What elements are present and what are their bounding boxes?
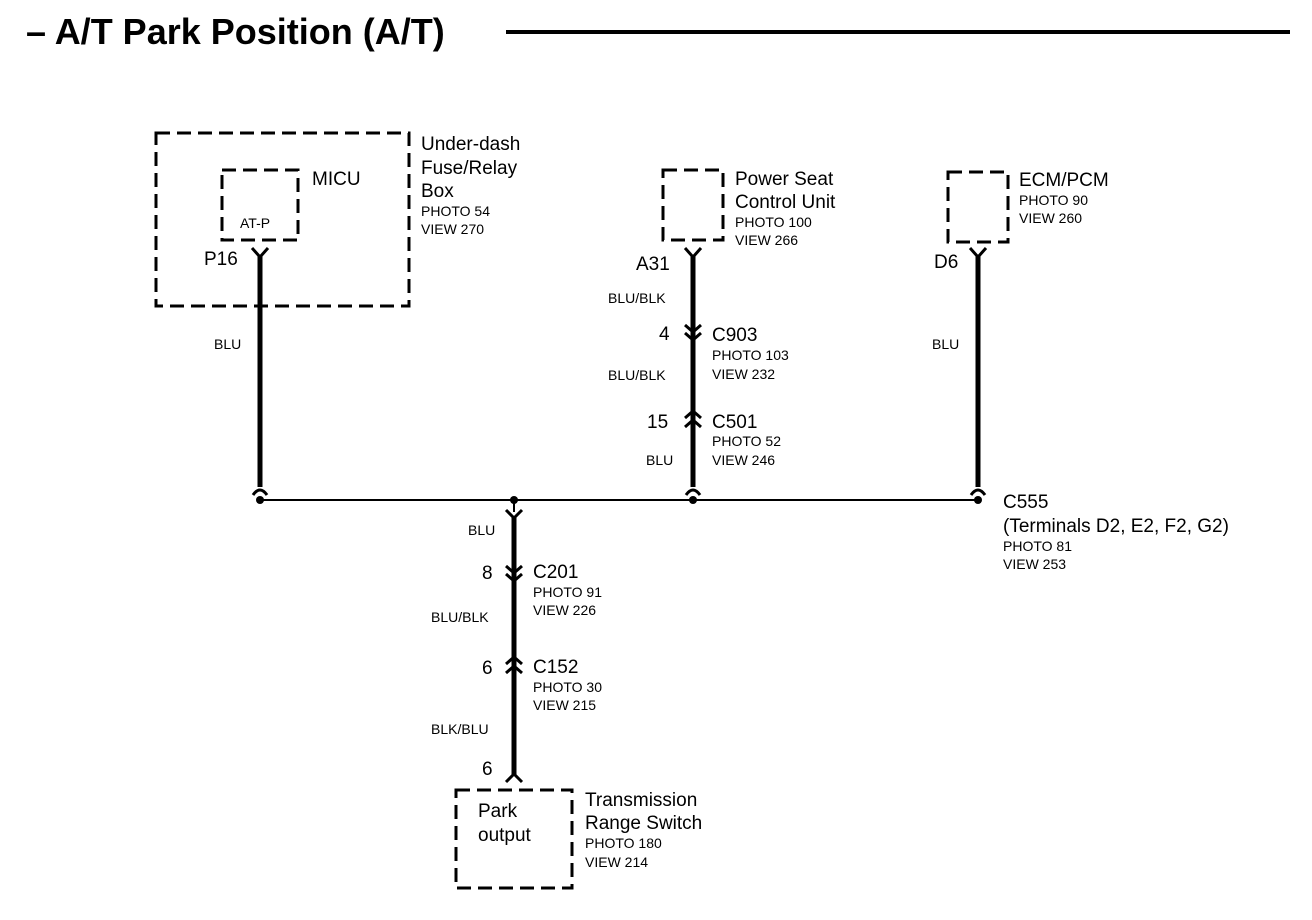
- c201-name: C201: [533, 562, 578, 583]
- ecm-photo: PHOTO 90: [1019, 192, 1088, 208]
- c501-photo: PHOTO 52: [712, 433, 781, 449]
- underdash-view: VIEW 270: [421, 221, 484, 237]
- trs-name-line2: Range Switch: [585, 813, 702, 834]
- underdash-fuse-box: [154, 131, 411, 308]
- trs-pin: 6: [482, 759, 493, 780]
- power-seat-photo: PHOTO 100: [735, 214, 812, 230]
- c152-photo: PHOTO 30: [533, 679, 602, 695]
- micu-name: MICU: [312, 169, 361, 190]
- c501-name: C501: [712, 412, 757, 433]
- power-seat-c555-connector: [684, 488, 702, 496]
- page-title: – A/T Park Position (A/T): [26, 11, 445, 52]
- trs-photo: PHOTO 180: [585, 835, 662, 851]
- trs-box: [454, 788, 574, 890]
- c201-view: VIEW 226: [533, 602, 596, 618]
- power-seat-box: [661, 168, 725, 242]
- c201-connector: [505, 564, 523, 583]
- ecm-pin: D6: [934, 252, 958, 273]
- c555-view: VIEW 253: [1003, 556, 1066, 572]
- c903-pin: 4: [659, 324, 670, 345]
- c903-name: C903: [712, 325, 757, 346]
- power-seat-wire-upper-label: BLU/BLK: [608, 290, 666, 306]
- c501-connector: [684, 409, 702, 429]
- trs-pin-connector: [504, 771, 524, 784]
- trs-terminal-line1: Park: [478, 801, 518, 822]
- ecm-wire-label: BLU: [932, 336, 959, 352]
- ecm-view: VIEW 260: [1019, 210, 1082, 226]
- trs-name-line1: Transmission: [585, 790, 697, 811]
- c201-pin: 8: [482, 563, 493, 584]
- micu-wire-label: BLU: [214, 336, 241, 352]
- power-seat-name-line2: Control Unit: [735, 192, 836, 213]
- c501-pin: 15: [647, 412, 668, 433]
- c152-pin: 6: [482, 658, 493, 679]
- underdash-name-line3: Box: [421, 181, 454, 202]
- ecm-name: ECM/PCM: [1019, 170, 1109, 191]
- trs-wire-upper-label: BLU: [468, 522, 495, 538]
- power-seat-wire-middle-label: BLU/BLK: [608, 367, 666, 383]
- ecm-pin-connector: [968, 247, 988, 260]
- c201-photo: PHOTO 91: [533, 584, 602, 600]
- micu-box: [220, 168, 300, 242]
- c903-photo: PHOTO 103: [712, 347, 789, 363]
- c152-view: VIEW 215: [533, 697, 596, 713]
- c152-name: C152: [533, 657, 578, 678]
- micu-pin-connector: [250, 247, 270, 260]
- power-seat-wire-lower-label: BLU: [646, 452, 673, 468]
- power-seat-pin-connector: [683, 247, 703, 260]
- micu-pin: P16: [204, 249, 238, 270]
- trs-view: VIEW 214: [585, 854, 648, 870]
- ecm-c555-connector: [969, 488, 987, 496]
- trs-wire-middle-label: BLU/BLK: [431, 609, 489, 625]
- c152-connector: [505, 655, 523, 675]
- c903-connector: [684, 323, 702, 342]
- underdash-name-line1: Under-dash: [421, 134, 520, 155]
- trs-wire-lower-label: BLK/BLU: [431, 721, 489, 737]
- underdash-name-line2: Fuse/Relay: [421, 158, 518, 179]
- micu-terminal: AT-P: [240, 215, 270, 231]
- c555-photo: PHOTO 81: [1003, 538, 1072, 554]
- micu-c555-connector: [251, 488, 269, 496]
- c555-detail: (Terminals D2, E2, F2, G2): [1003, 516, 1229, 537]
- c555-name: C555: [1003, 492, 1048, 513]
- power-seat-view: VIEW 266: [735, 232, 798, 248]
- power-seat-pin: A31: [636, 254, 670, 275]
- c501-view: VIEW 246: [712, 452, 775, 468]
- underdash-photo: PHOTO 54: [421, 203, 490, 219]
- trs-terminal-line2: output: [478, 825, 532, 846]
- ecm-box: [946, 170, 1010, 244]
- c903-view: VIEW 232: [712, 366, 775, 382]
- power-seat-name-line1: Power Seat: [735, 169, 834, 190]
